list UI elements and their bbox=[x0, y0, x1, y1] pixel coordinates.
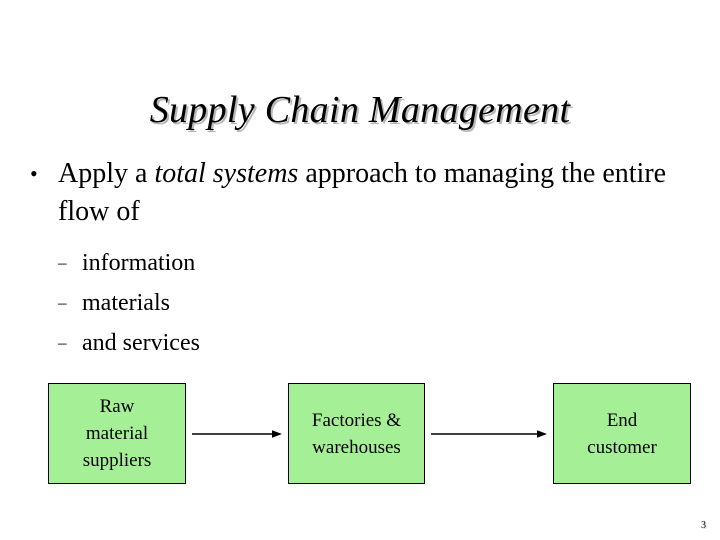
flow-box-line: warehouses bbox=[312, 436, 401, 458]
sub-bullet-label: and services bbox=[82, 330, 200, 356]
flow-box-line: Raw bbox=[99, 396, 135, 417]
flow-box-line: suppliers bbox=[82, 450, 152, 471]
dash-marker-icon: – bbox=[58, 333, 67, 352]
arrow-raw-to-factories-icon bbox=[192, 430, 282, 438]
slide-body: • Apply a total systems approach to mana… bbox=[28, 155, 692, 363]
flow-box-factories-warehouses: Factories & warehouses bbox=[288, 383, 425, 484]
flow-box-raw-material-suppliers: Raw material suppliers bbox=[48, 383, 186, 484]
flow-box-end-customer: End customer bbox=[553, 383, 691, 484]
flow-box-line: End bbox=[606, 409, 638, 431]
flow-box-label: Raw material suppliers bbox=[83, 393, 152, 474]
flow-box-line: Factories & bbox=[311, 409, 402, 431]
main-bullet-text-before: Apply a bbox=[58, 158, 155, 189]
arrow-factories-to-end-icon bbox=[431, 430, 547, 438]
dash-marker-icon: – bbox=[58, 293, 67, 312]
sub-bullet-item-and-services: – and services bbox=[58, 323, 692, 363]
flow-box-label: End customer bbox=[587, 407, 657, 461]
flow-box-label: Factories & warehouses bbox=[312, 407, 401, 461]
sub-bullet-item-materials: – materials bbox=[58, 283, 692, 323]
slide-title: Supply Chain Management bbox=[149, 89, 571, 131]
sub-bullet-label: materials bbox=[82, 290, 170, 316]
sub-bullet-list: – information – materials – and services bbox=[28, 243, 692, 363]
dash-marker-icon: – bbox=[58, 253, 67, 272]
sub-bullet-label: information bbox=[82, 250, 196, 276]
page-number: 3 bbox=[701, 520, 706, 531]
main-bullet-text-after: approach to managing the entire flow of bbox=[58, 158, 667, 227]
bullet-marker-icon: • bbox=[30, 161, 38, 186]
flow-box-line: material bbox=[85, 423, 149, 444]
main-bullet-item: • Apply a total systems approach to mana… bbox=[28, 155, 692, 231]
flow-box-line: customer bbox=[587, 436, 657, 458]
main-bullet-text: Apply a total systems approach to managi… bbox=[58, 158, 666, 227]
main-bullet-emphasis: total systems bbox=[154, 158, 299, 189]
sub-bullet-item-information: – information bbox=[58, 243, 692, 283]
